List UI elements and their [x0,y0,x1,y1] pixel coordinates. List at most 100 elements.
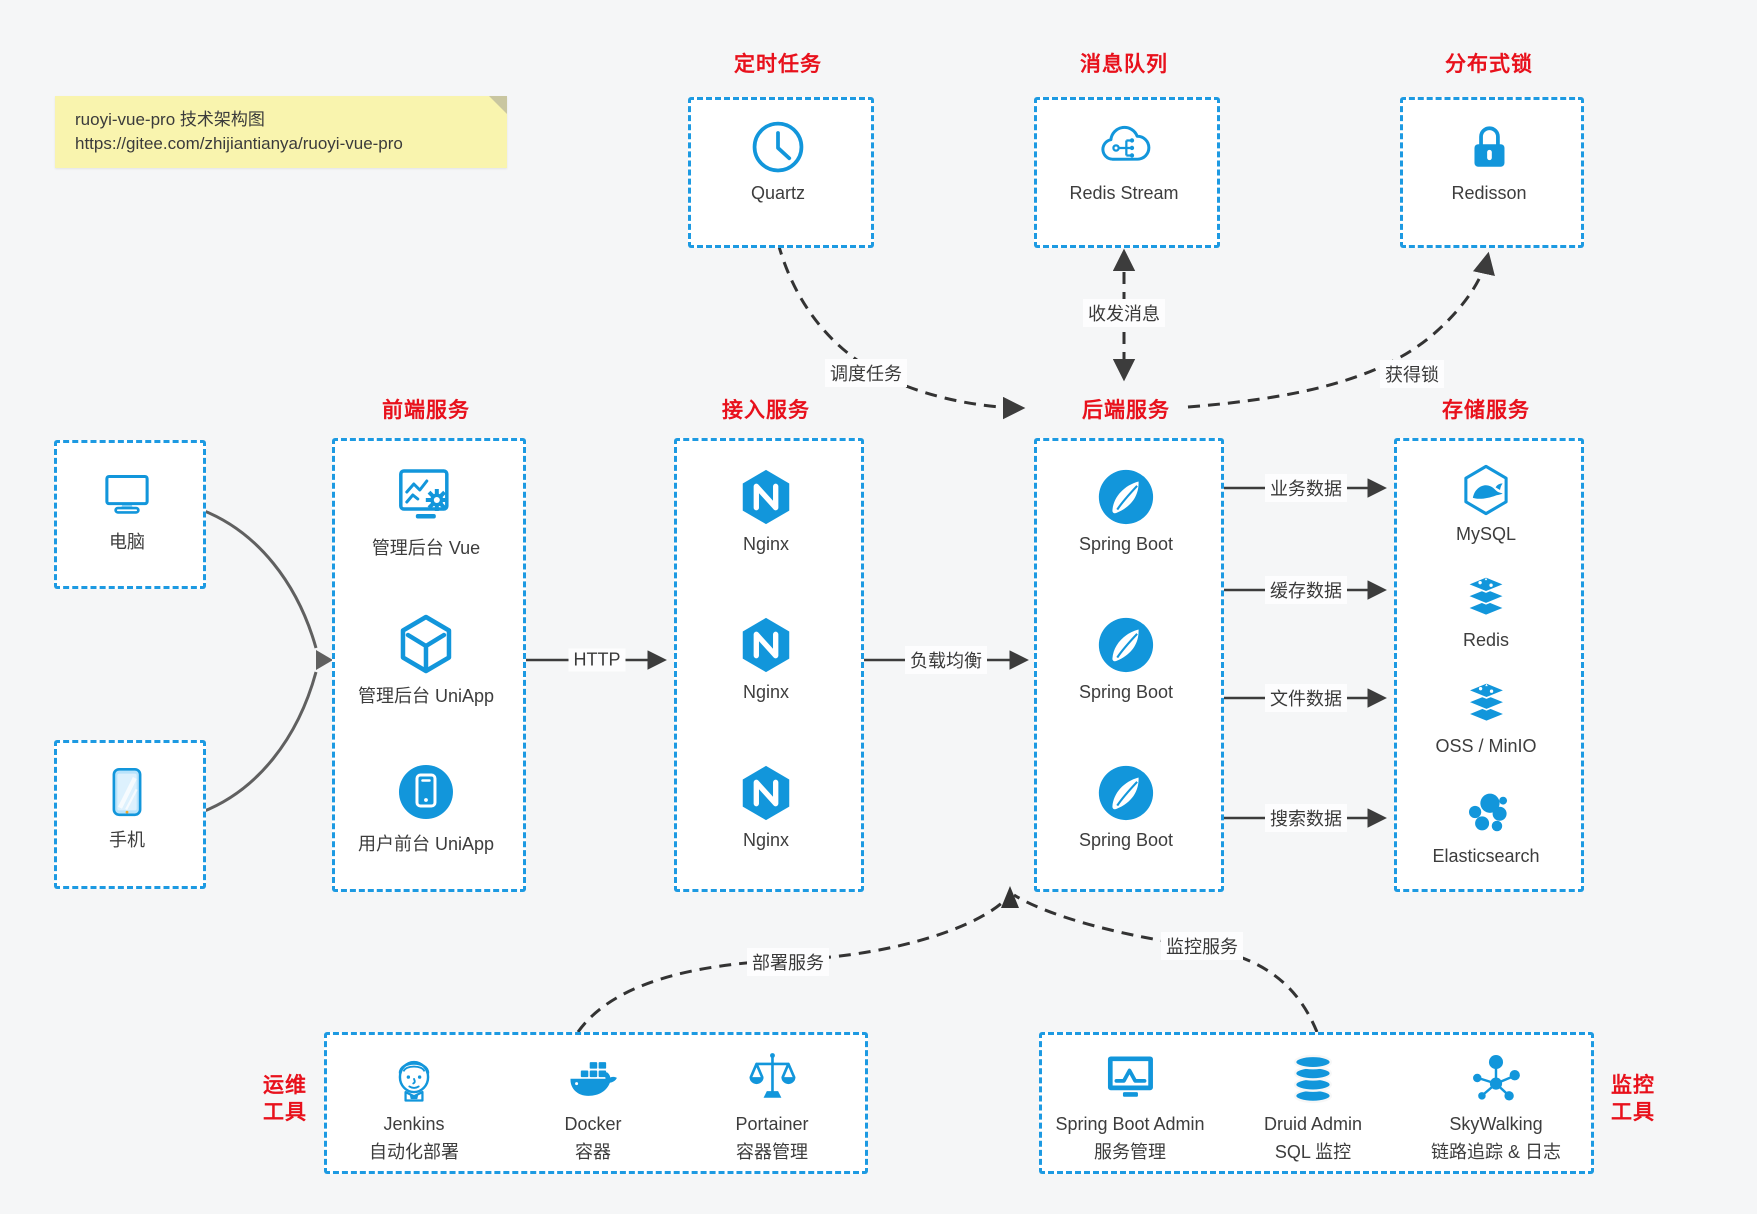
edge-label-file-data: 文件数据 [1265,684,1347,712]
group-box-message-queue [1034,97,1220,248]
mobile-icon [112,767,142,817]
node-label: 管理后台 Vue [371,538,481,558]
cube-icon [400,614,452,674]
redis-stack-icon [1465,681,1507,723]
node-desktop: 电脑 [99,466,155,554]
side-title-line2: 工具 [263,1101,307,1124]
edge-label-cache-data: 缓存数据 [1265,576,1347,604]
node-spring-boot-1: Spring Boot [1079,466,1173,555]
node-sublabel: 服务管理 [1094,1142,1166,1162]
node-label: SkyWalking [1449,1114,1543,1134]
jenkins-icon [398,1060,430,1102]
node-portainer: Portainer 容器管理 [735,1048,809,1164]
node-label: 管理后台 UniApp [357,686,495,706]
node-redisson: Redisson [1451,117,1527,204]
node-label: Quartz [750,183,806,203]
elasticsearch-icon [1468,793,1507,832]
lock-icon [1473,126,1504,167]
node-nginx-1: Nginx [735,466,797,555]
node-docker: Docker 容器 [563,1048,623,1164]
phone-circle-icon [398,765,453,819]
skywalking-icon [1473,1055,1520,1101]
spring-icon [1098,469,1154,525]
clock-icon [752,121,804,173]
monitor-chart-icon [1107,1056,1153,1097]
node-spring-boot-3: Spring Boot [1079,762,1173,851]
note-title: ruoyi-vue-pro 技术架构图 [75,110,265,129]
node-label: Jenkins [383,1114,445,1134]
admin-vue-icon [399,469,449,519]
node-label: Spring Boot [1078,534,1174,554]
edge-label-monitor: 监控服务 [1161,932,1243,960]
node-label: 用户前台 UniApp [357,834,495,854]
node-label: Docker [564,1114,622,1134]
node-druid-admin: Druid Admin SQL 监控 [1264,1048,1362,1164]
node-oss-minio: OSS / MinIO [1435,676,1537,757]
device-to-frontend-curves [201,508,318,814]
group-title-backend: 后端服务 [1082,399,1170,422]
nginx-icon [742,469,790,525]
node-mysql: MySQL [1456,462,1516,545]
edge-label-lock: 获得锁 [1380,360,1444,388]
note-url: https://gitee.com/zhijiantianya/ruoyi-vu… [75,134,403,153]
side-title-line2: 工具 [1611,1101,1655,1124]
note-fold-corner [489,96,507,114]
group-title-access: 接入服务 [722,399,810,422]
edge-label-deploy: 部署服务 [747,948,829,976]
group-box-distributed-lock [1400,97,1584,248]
group-box-scheduled-jobs [688,97,874,248]
edge-label-schedule: 调度任务 [825,359,907,387]
sticky-note: ruoyi-vue-pro 技术架构图 https://gitee.com/zh… [55,96,507,168]
node-label: Nginx [742,830,790,850]
node-label: 电脑 [109,532,145,552]
docker-icon [570,1062,617,1096]
node-sublabel: 容器 [575,1142,611,1162]
node-admin-vue: 管理后台 Vue [372,464,480,560]
node-skywalking: SkyWalking 链路追踪 & 日志 [1431,1048,1561,1164]
group-title-message-queue: 消息队列 [1080,53,1168,76]
side-title-ops: 运维 工具 [263,1072,307,1126]
node-label: Redis [1462,630,1510,650]
group-title-storage: 存储服务 [1442,399,1530,422]
node-mobile: 手机 [99,764,155,852]
edge-label-load-balance: 负载均衡 [905,646,987,674]
node-quartz: Quartz [748,117,808,204]
node-sublabel: 链路追踪 & 日志 [1430,1142,1562,1162]
node-nginx-2: Nginx [735,614,797,703]
spring-icon [1098,617,1154,673]
node-sublabel: 容器管理 [735,1142,808,1162]
desktop-icon [105,474,149,514]
node-redis-stream: Redis Stream [1069,117,1179,204]
node-label: Spring Boot [1078,830,1174,850]
edge-label-mq: 收发消息 [1083,299,1165,327]
portainer-icon [749,1053,795,1098]
node-label: Spring Boot Admin [1055,1114,1205,1134]
group-box-storage [1394,438,1584,892]
mysql-icon [1464,464,1508,516]
node-admin-uniapp: 管理后台 UniApp [358,612,494,708]
node-label: Portainer [735,1114,809,1134]
edge-label-search-data: 搜索数据 [1265,804,1347,832]
edge-label-biz-data: 业务数据 [1265,474,1347,502]
nginx-icon [742,765,790,821]
device-arrowhead [316,650,333,670]
group-box-ops-tools [324,1032,868,1174]
group-title-scheduled-jobs: 定时任务 [734,53,822,76]
group-title-distributed-lock: 分布式锁 [1445,53,1533,76]
deploy-monitor-arrowhead [1001,886,1019,908]
node-label: 手机 [109,830,145,850]
node-spring-boot-2: Spring Boot [1079,614,1173,703]
group-box-desktop [54,440,206,589]
node-redis: Redis [1459,570,1513,651]
node-label: Redisson [1451,183,1527,203]
node-label: Redis Stream [1069,183,1179,203]
side-title-line1: 监控 [1611,1074,1655,1097]
node-label: Nginx [742,534,790,554]
node-label: MySQL [1455,524,1517,544]
node-label: Druid Admin [1263,1114,1363,1134]
node-jenkins: Jenkins 自动化部署 [369,1048,459,1164]
node-elasticsearch: Elasticsearch [1432,784,1540,867]
node-label: Elasticsearch [1432,846,1540,866]
node-sublabel: SQL 监控 [1274,1142,1352,1162]
